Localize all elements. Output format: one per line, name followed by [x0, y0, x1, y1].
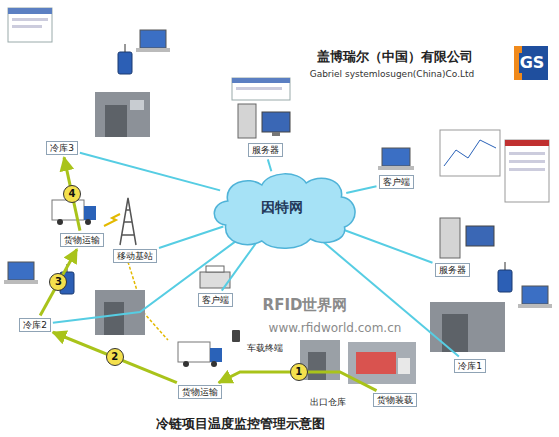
network-link: [159, 227, 223, 248]
node-text: 客户端: [383, 177, 410, 188]
site-label-box: 货物装载: [373, 393, 417, 408]
internet-cloud: 因特网: [205, 165, 360, 250]
rfid-reader: [118, 44, 132, 74]
site-label-box: 客户端: [379, 175, 414, 190]
site-label-box: 冷库3: [46, 141, 78, 156]
node-text: 服务器: [439, 265, 466, 276]
node-text: 服务器: [252, 145, 279, 156]
callout-number: 2: [106, 348, 124, 366]
network-link: [80, 153, 220, 191]
handheld-terminal: [232, 330, 240, 342]
annotation: 盖博瑞尔（中国）有限公司: [316, 49, 474, 65]
watermark: www.rfidworld.com.cn: [268, 321, 403, 335]
signal-tower: [120, 198, 136, 245]
flow-arrow: [40, 249, 77, 315]
node-text: 冷库3: [50, 143, 74, 154]
annotation: 车载终端: [246, 343, 284, 354]
wireless-signal: [104, 214, 120, 226]
site-label-box: 移动基站: [113, 249, 157, 264]
warehouse-photo: [95, 92, 150, 137]
diagram-title: 冷链项目温度监控管理示意图: [156, 415, 325, 433]
rfid-reader: [498, 262, 512, 292]
site-label-box: 货物运输: [60, 233, 104, 248]
annotation: 出口仓库: [309, 397, 347, 408]
laptop-icon: [518, 286, 552, 308]
node-text: 客户端: [202, 295, 229, 306]
node-text: 移动基站: [117, 251, 153, 262]
node-text: 冷库2: [23, 320, 47, 331]
network-link: [222, 241, 258, 291]
laptop-icon: [378, 148, 414, 170]
site-label-box: 冷库1: [454, 359, 486, 374]
flow-arrow: [53, 332, 177, 382]
network-link: [346, 186, 376, 193]
node-text: 货物运输: [64, 235, 100, 246]
screenshot-panel: [8, 8, 52, 42]
annotation: Gabriel systemlosugen(China)Co.Ltd: [309, 69, 476, 80]
node-text: 货物运输: [182, 387, 218, 398]
node-text: 冷库1: [458, 361, 482, 372]
server-icon: [238, 104, 290, 138]
logo-text: GS: [519, 53, 546, 72]
truck-photo: [348, 342, 416, 384]
node-text: 因特网: [261, 199, 303, 216]
warehouse-photo: [430, 302, 505, 352]
callout-number: 3: [49, 273, 67, 291]
site-label-box: 客户端: [198, 293, 233, 308]
callout-number: 4: [63, 185, 81, 203]
screenshot-panel: [232, 78, 290, 100]
laptop-icon: [4, 262, 38, 284]
site-label-box: 冷库2: [19, 318, 51, 333]
network-link: [339, 228, 433, 263]
logo-mark: [514, 46, 548, 80]
site-label-box: 服务器: [435, 263, 470, 278]
truck-icon: [178, 342, 222, 367]
server-icon: [440, 218, 494, 258]
screenshot-panel: [440, 130, 549, 202]
node-text: 货物装载: [377, 395, 413, 406]
laptop-icon: [136, 30, 170, 52]
site-label-box: 货物运输: [178, 385, 222, 400]
site-label-box: 服务器: [248, 143, 283, 158]
network-link: [268, 159, 272, 171]
watermark: RFID世界网: [262, 296, 349, 314]
callout-number: 1: [290, 363, 308, 381]
cloud-outline: [214, 173, 355, 247]
network-link: [53, 237, 242, 323]
